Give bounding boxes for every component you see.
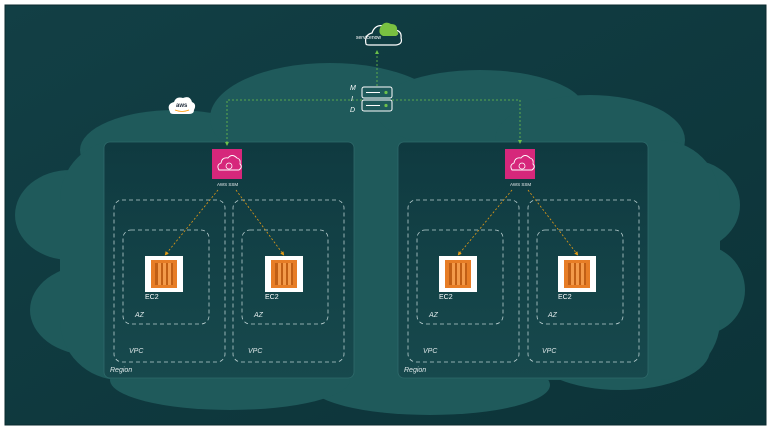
az-box [416, 229, 504, 325]
aws-logo-text: aws [176, 103, 188, 109]
vpc-label: VPC [129, 348, 144, 355]
ec2-label: EC2 [558, 294, 572, 301]
region-label: Region [110, 367, 133, 374]
region-box-left [103, 141, 355, 379]
aws-logo-icon [168, 97, 196, 114]
connector-ssm-to-ec2 [527, 189, 579, 256]
aws-ssm-icon [505, 149, 535, 179]
servicenow-label: servicenow [356, 35, 382, 41]
ec2-label: EC2 [439, 294, 453, 301]
aws-ssm-icon [212, 149, 242, 179]
az-label: AZ [429, 312, 438, 319]
ec2-label: EC2 [145, 294, 159, 301]
mid-letter-i: I [351, 96, 353, 103]
mid-server-icon [361, 86, 393, 112]
az-box [241, 229, 329, 325]
region-label: Region [404, 367, 427, 374]
region-box-right [397, 141, 649, 379]
az-box [536, 229, 624, 325]
servicenow-cloud-accent-icon [379, 22, 399, 36]
connector-ssm-to-ec2 [235, 189, 285, 256]
ec2-instance-icon [439, 256, 477, 292]
ec2-instance-icon [558, 256, 596, 292]
mid-letter-d: D [350, 107, 356, 114]
ec2-instance-icon [145, 256, 183, 292]
vpc-label: VPC [423, 348, 438, 355]
ssm-label: AWS SSM [217, 182, 239, 187]
mid-letter-m: M [350, 85, 356, 92]
connector-mid-to-ssm-right [392, 99, 522, 144]
connector-mid-to-ssm-left [225, 99, 362, 146]
vpc-label: VPC [248, 348, 263, 355]
ec2-instance-icon [265, 256, 303, 292]
connector-ssm-to-ec2 [457, 189, 513, 256]
ec2-label: EC2 [265, 294, 279, 301]
vpc-label: VPC [542, 348, 557, 355]
ssm-label: AWS SSM [510, 182, 532, 187]
az-label: AZ [254, 312, 263, 319]
az-label: AZ [135, 312, 144, 319]
az-box [122, 229, 210, 325]
az-label: AZ [548, 312, 557, 319]
connector-ssm-to-ec2 [164, 189, 219, 256]
